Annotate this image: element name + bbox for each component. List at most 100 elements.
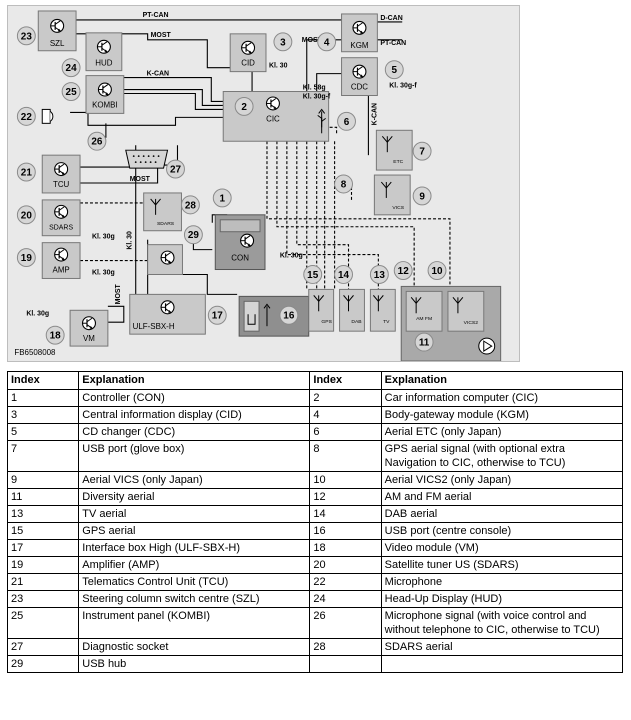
legend-index-cell: 17 (6, 539, 80, 557)
legend-explanation-cell: CD changer (CDC) (78, 423, 311, 441)
svg-text:KGM: KGM (350, 41, 368, 50)
module-cid: CID (229, 33, 267, 73)
terminal-kl58g: Kl. 58g (303, 85, 326, 92)
legend-explanation-cell: Diversity aerial (78, 488, 311, 506)
callout-circle (414, 332, 434, 352)
terminal-sdars: Kl. 30g (92, 234, 115, 241)
legend-explanation-cell: Instrument panel (KOMBI) (78, 607, 311, 639)
antenna-gps: GPS (308, 288, 335, 332)
legend-explanation-cell: Satellite tuner US (SDARS) (380, 556, 624, 574)
module-szl: SZL (37, 10, 77, 52)
callout-circle (337, 111, 356, 131)
header-index-2: Index (309, 371, 382, 390)
callout-circle (234, 96, 254, 116)
legend-explanation-cell: AM and FM aerial (380, 488, 624, 506)
callout-circle (183, 225, 203, 245)
svg-text:SDARS: SDARS (157, 221, 175, 227)
terminal-con: Kl. 30g (280, 253, 303, 260)
callout-number: 10 (431, 266, 443, 277)
legend-explanation-cell: Interface box High (ULF-SBX-H) (78, 539, 311, 557)
legend-index-cell: 9 (6, 471, 80, 489)
legend-index-cell: 3 (6, 406, 80, 424)
svg-text:TV: TV (383, 319, 390, 325)
legend-explanation-cell: Amplifier (AMP) (78, 556, 311, 574)
callout-circle (16, 106, 36, 126)
legend-explanation-cell: Car information computer (CIC) (380, 389, 624, 407)
callout-number: 1 (219, 193, 225, 204)
legend-explanation-cell: Aerial VICS (only Japan) (78, 471, 311, 489)
legend-explanation-cell: USB port (glove box) (78, 440, 311, 472)
callout-circle (412, 186, 432, 206)
legend-index-cell: 29 (6, 655, 80, 673)
callout-circle (61, 58, 81, 78)
legend-explanation-cell: Central information display (CID) (78, 406, 311, 424)
callout-number: 27 (170, 165, 182, 176)
legend-explanation-cell: Body-gateway module (KGM) (380, 406, 624, 424)
callout-circle (317, 32, 337, 52)
callout-circle (16, 205, 36, 225)
svg-text:GPS: GPS (321, 319, 332, 325)
terminal-kl30gf: Kl. 30g-f (303, 93, 331, 100)
legend-explanation-cell: GPS aerial (78, 522, 311, 540)
callout-number: 26 (91, 137, 103, 148)
callout-number: 19 (21, 253, 33, 264)
callout-number: 13 (374, 270, 386, 281)
terminal-vm: Kl. 30g (26, 310, 49, 317)
callout-number: 25 (66, 87, 78, 98)
legend-explanation-cell: DAB aerial (380, 505, 624, 523)
svg-text:VICS2: VICS2 (464, 320, 479, 326)
legend-index-cell: 24 (309, 590, 382, 608)
module-kgm: KGM (341, 13, 378, 53)
callout-circle (45, 325, 65, 345)
figure-code: FB6508008 (14, 348, 56, 357)
diagnostic-socket (125, 149, 169, 169)
header-explanation-1: Explanation (78, 371, 311, 390)
legend-explanation-cell: Telematics Control Unit (TCU) (78, 573, 311, 591)
callout-number: 22 (21, 112, 33, 123)
callout-number: 4 (324, 37, 330, 48)
network-diagram: SZL HUD KOMBI CID KGM CDC CIC (7, 5, 520, 362)
legend-explanation-cell: Aerial ETC (only Japan) (380, 423, 624, 441)
callout-circle (16, 162, 36, 182)
callout-number: 5 (391, 65, 397, 76)
svg-text:ETC: ETC (393, 159, 403, 165)
callout-number: 3 (280, 37, 286, 48)
bus-label-d-can: D-CAN (380, 15, 402, 22)
legend-index-cell: 21 (6, 573, 80, 591)
callout-circle (87, 131, 107, 151)
callout-number: 18 (50, 331, 62, 342)
callout-number: 29 (188, 230, 200, 241)
bus-label-pt-can-right: PT-CAN (380, 40, 406, 47)
terminal-cdc: Kl. 30g-f (389, 83, 417, 90)
legend-explanation-cell: Diagnostic socket (78, 638, 311, 656)
module-vm: VM (69, 309, 109, 347)
legend-index-cell: 15 (6, 522, 80, 540)
legend-index-cell: 19 (6, 556, 80, 574)
callout-number: 24 (66, 63, 78, 74)
legend-explanation-cell: USB hub (78, 655, 311, 673)
callout-number: 14 (338, 270, 350, 281)
bus-label-most-mid: MOST (130, 176, 151, 183)
antenna-block-amfm-vics2: AM FM VICS2 (400, 285, 502, 361)
svg-text:CIC: CIC (266, 114, 280, 123)
legend-explanation-cell: Video module (VM) (380, 539, 624, 557)
svg-text:CON: CON (231, 254, 249, 263)
legend-explanation-cell: Steering column switch centre (SZL) (78, 590, 311, 608)
antenna-tv: TV (369, 288, 396, 332)
bus-label-most-right: MOST (302, 37, 323, 44)
module-cdc: CDC (341, 57, 378, 96)
callout-number: 28 (185, 200, 197, 211)
svg-text:VICS: VICS (392, 205, 404, 211)
legend-index-cell: 10 (309, 471, 382, 489)
legend-index-cell: 22 (309, 573, 382, 591)
